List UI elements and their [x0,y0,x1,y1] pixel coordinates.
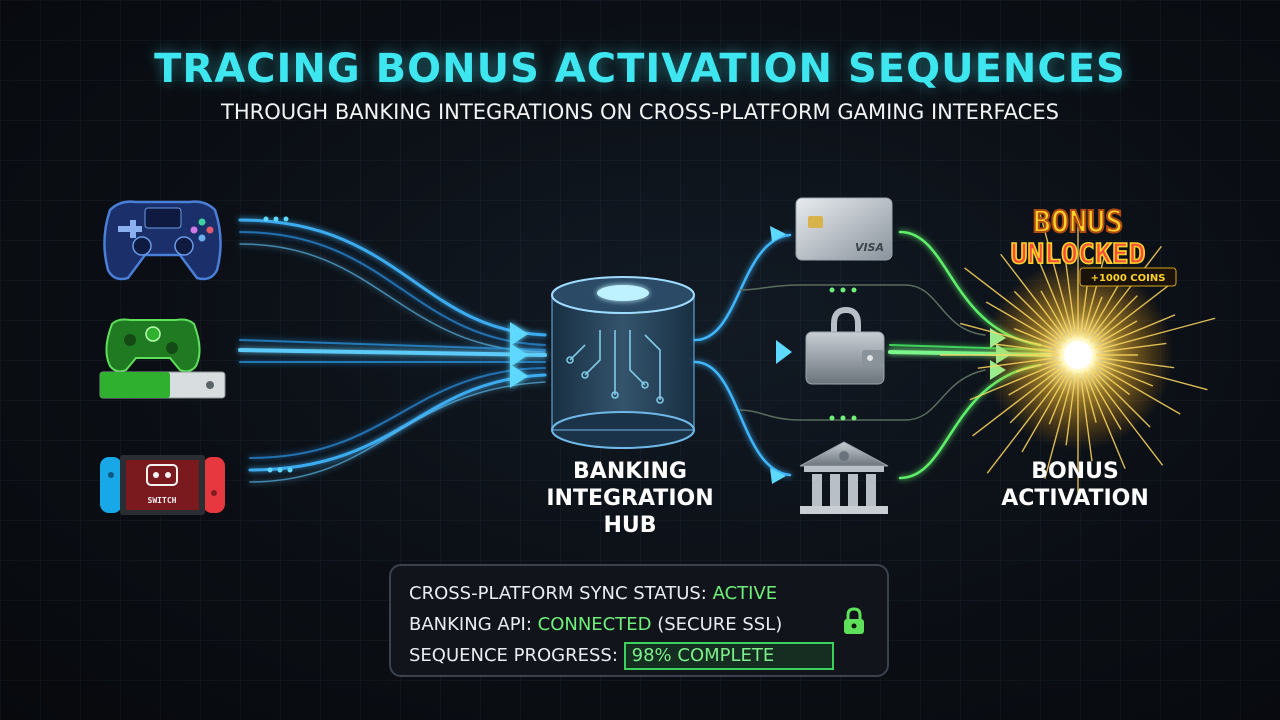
burst-ray [1048,371,1072,425]
credit-card-icon: VISA [795,197,893,261]
burst-ray [1090,295,1138,343]
burst-ray [1008,367,1056,396]
burst-ray [1021,373,1068,453]
card-brand-text: VISA [855,241,884,254]
burst-ray [1064,260,1076,330]
burst-ray [1084,371,1126,469]
sequence-progress-row: SEQUENCE PROGRESS: 98% COMPLETE [409,640,869,671]
burst-ray [1013,327,1062,349]
bonus-label: BONUS ACTIVATION [1001,459,1149,511]
burst-ray [1090,372,1164,466]
badge-line2: UNLOCKED [1011,237,1146,270]
burst-ray [1084,296,1103,339]
hub-label: BANKING INTEGRATION HUB [546,459,714,538]
flow-arrows [510,322,528,388]
badge-line1: BONUS [1033,205,1123,240]
bonus-unlocked-badge: BONUS UNLOCKED +1000 COINS [1010,204,1177,287]
flow-dots [263,216,293,473]
burst-ray [1098,370,1130,396]
burst-ray [964,267,1058,340]
sync-status-row: CROSS-PLATFORM SYNC STATUS: ACTIVE [409,578,869,609]
burst-ray [1103,342,1167,353]
status-panel: CROSS-PLATFORM SYNC STATUS: ACTIVE BANKI… [389,564,889,677]
burst-ray [1100,320,1138,343]
sync-status-value: ACTIVE [712,583,778,604]
burst-ray [985,301,1060,345]
burst-ray [1095,280,1175,343]
burst-ray [1094,361,1154,387]
source-flow-lines [238,218,547,483]
burst-ray [1090,367,1151,428]
burst-ray [1099,357,1175,369]
burst-ray [969,361,1062,401]
wallet-icon [805,306,885,385]
banking-api-label: BANKING API: [409,614,538,635]
bank-icon [799,441,889,514]
burst-ray [1040,290,1066,333]
burst-ray [1102,361,1208,391]
burst-ray [1080,380,1093,462]
burst-ray [1096,365,1181,415]
banking-api-value: CONNECTED [537,614,652,635]
burst-ray [1099,317,1216,350]
burst-ray [1093,245,1162,335]
switch-brand-text: SWITCH [148,496,177,505]
burst-ray [1009,367,1066,424]
payment-arrows [770,226,792,484]
green-dots [829,287,857,421]
sequence-progress-label: SEQUENCE PROGRESS: [409,645,624,666]
playstation-controller-icon [103,200,222,281]
xbox-console-icon [99,318,226,399]
page-title: TRACING BONUS ACTIVATION SEQUENCES [154,46,1126,92]
burst-ray [1083,376,1097,423]
burst-ray [1039,211,1073,334]
burst-ray [1013,290,1066,343]
sync-status-label: CROSS-PLATFORM SYNC STATUS: [409,583,713,604]
burst-ray [1090,377,1122,430]
burst-ray [993,343,1057,353]
sequence-progress-value: 98% COMPLETE [623,642,834,670]
banking-api-row: BANKING API: CONNECTED (SECURE SSL) [409,609,869,640]
page-subtitle: THROUGH BANKING INTEGRATIONS ON CROSS-PL… [221,100,1059,124]
burst-ray [1094,314,1176,349]
burst-ray [986,375,1063,474]
banking-api-suffix: (SECURE SSL) [651,614,783,635]
lock-icon [844,607,864,634]
burst-ray [972,367,1061,437]
burst-ray [977,357,1053,369]
burst-ray [1000,253,1066,338]
burst-ray [1065,376,1076,446]
burst-ray [1015,360,1057,373]
nintendo-switch-icon: SWITCH [100,455,225,515]
burst-ray [1044,379,1072,479]
burst-ray [1034,252,1072,339]
badge-coins: +1000 COINS [1091,273,1166,284]
banking-hub-cylinder [551,276,695,449]
burst-ray [959,322,1054,349]
